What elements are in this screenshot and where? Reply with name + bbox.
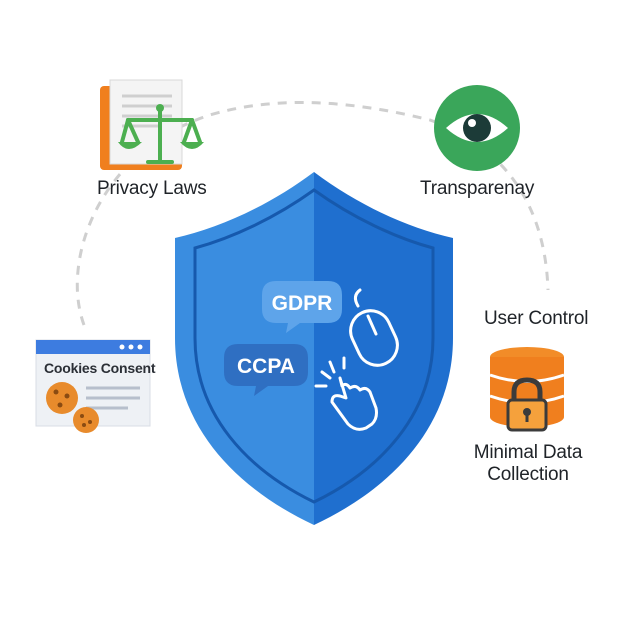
mouse-icon [349,288,399,367]
user-control-label: User Control [484,308,589,329]
ccpa-label: CCPA [237,355,295,378]
minimal-data-label-line2: Collection [487,464,569,485]
scales-document-icon [100,79,204,170]
pointer-hand-icon [314,356,378,431]
gdpr-label: GDPR [272,292,333,315]
cookies-consent-label: Cookies Consent [44,360,156,376]
eye-icon [434,85,520,171]
minimal-data-label-line1: Minimal Data [473,442,583,463]
connector-arc [75,101,550,326]
ccpa-bubble: CCPA [224,344,308,396]
shield [175,172,453,525]
gdpr-bubble: GDPR [262,281,342,333]
privacy-laws-label: Privacy Laws [97,178,207,199]
database-lock-icon [489,347,565,432]
transparency-label: Transparenay [420,178,535,199]
cookie-browser-icon [35,339,151,433]
